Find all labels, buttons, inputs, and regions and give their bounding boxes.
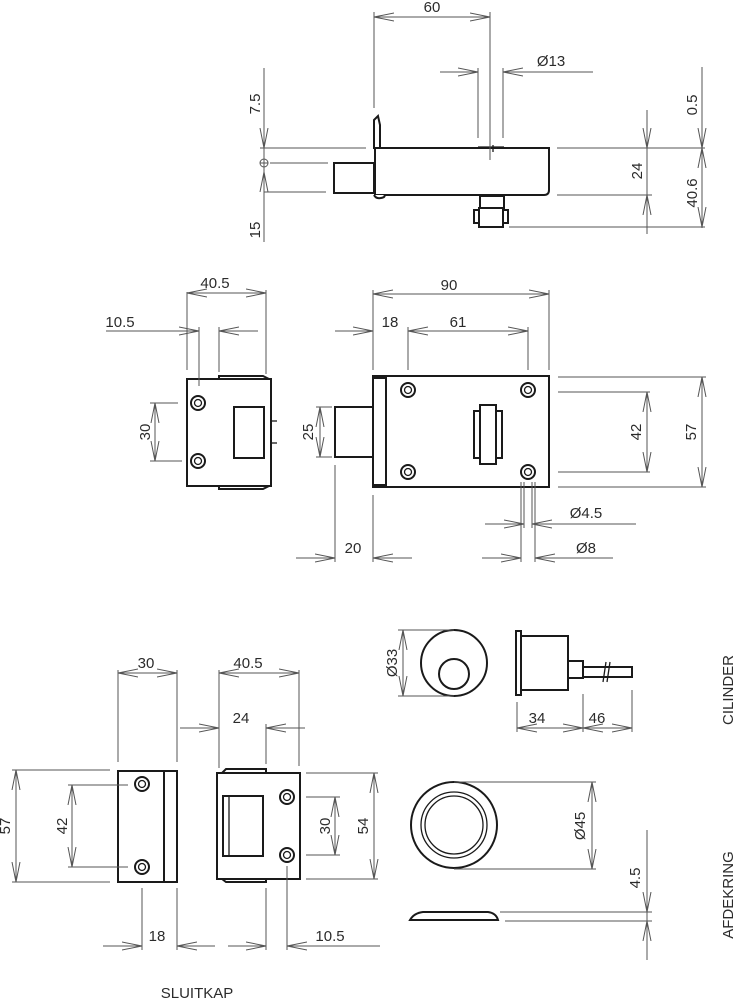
dim-40-6: 40.6	[684, 178, 701, 207]
front-small-view: 40.5 10.5 30	[105, 275, 277, 490]
keeper-bottom-lip	[218, 485, 270, 490]
dim-dia-13: Ø13	[537, 53, 565, 70]
keeper-slot	[233, 406, 265, 459]
front-plate	[372, 377, 387, 486]
turn-slot-inner	[479, 404, 497, 465]
dim-40-5: 40.5	[233, 655, 262, 672]
dim-24: 24	[233, 710, 250, 727]
dim-18: 18	[149, 928, 166, 945]
lock-body-side	[374, 147, 550, 196]
dim-42: 42	[54, 818, 71, 835]
bolt-side	[333, 162, 375, 194]
dim-15: 15	[247, 222, 264, 239]
dim-40-5: 40.5	[200, 275, 229, 292]
bolt-front	[334, 406, 374, 458]
dim-46: 46	[589, 710, 606, 727]
dim-30: 30	[317, 818, 334, 835]
knob-core	[478, 207, 504, 228]
cilinder-view: Ø33 34 46 CILINDER	[384, 629, 736, 732]
sluitkap-slot	[222, 795, 264, 857]
dim-20: 20	[345, 540, 362, 557]
ring-profile	[408, 911, 500, 921]
caption-cilinder: CILINDER	[720, 655, 736, 725]
sluitkap-view: 30 57 42 18 40.5 24	[0, 655, 380, 1000]
dim-30: 30	[137, 424, 154, 441]
cylinder-body	[520, 635, 569, 691]
afdekring-view: Ø45 4.5 AFDEKRING	[408, 781, 736, 960]
caption-afdekring: AFDEKRING	[720, 851, 736, 939]
dim-61: 61	[450, 314, 467, 331]
screw-holes	[400, 382, 536, 480]
dim-34: 34	[529, 710, 546, 727]
dim-dia-4-5: Ø4.5	[570, 505, 603, 522]
screw-hole	[190, 453, 206, 469]
keeper-top-lip	[218, 375, 270, 380]
front-main-view: 90 18 61 25 20 42 57 Ø4.5	[296, 277, 706, 562]
side-view: 60 Ø13 7.5 15 24 0.5 40.6	[247, 0, 705, 242]
dim-7-5: 7.5	[247, 94, 264, 115]
dim-57: 57	[683, 424, 700, 441]
dim-dia-8: Ø8	[576, 540, 596, 557]
caption-sluitkap: SLUITKAP	[161, 985, 234, 1000]
ring-outer	[410, 781, 498, 869]
dim-dia-33: Ø33	[384, 649, 401, 677]
front-plate-foot	[373, 194, 386, 200]
dim-57: 57	[0, 818, 14, 835]
screw-hole	[190, 395, 206, 411]
dim-90: 90	[441, 277, 458, 294]
dim-0-5: 0.5	[684, 95, 701, 116]
dim-dia-45: Ø45	[572, 812, 589, 840]
cylinder-collar	[567, 660, 584, 679]
dim-4-5: 4.5	[627, 868, 644, 889]
dim-18: 18	[382, 314, 399, 331]
dim-10-5: 10.5	[315, 928, 344, 945]
dim-30: 30	[138, 655, 155, 672]
dim-10-5: 10.5	[105, 314, 134, 331]
dim-42: 42	[628, 424, 645, 441]
dim-60: 60	[424, 0, 441, 16]
dim-54: 54	[355, 818, 372, 835]
front-plate-tab	[373, 114, 381, 149]
dim-24: 24	[629, 163, 646, 180]
dim-25: 25	[300, 424, 317, 441]
